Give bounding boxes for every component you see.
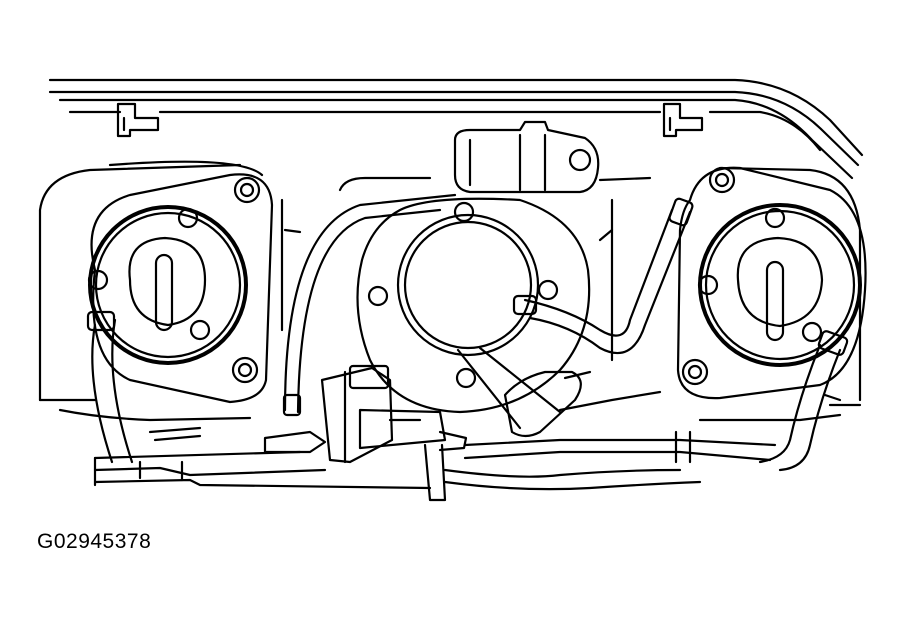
center-right-hose: [512, 197, 694, 355]
upper-rail-lines: [48, 78, 864, 180]
misc-detail-lines: [148, 228, 842, 442]
vsv-valve: [263, 364, 468, 502]
left-mount: [87, 173, 274, 404]
right-hose: [758, 330, 849, 472]
right-mount: [676, 166, 867, 400]
rail-bracket-left: [116, 102, 160, 138]
upper-left-hose: [282, 193, 457, 417]
lower-pipes: [58, 390, 842, 491]
cover-outline: [38, 160, 862, 407]
center-flange: [356, 197, 592, 438]
rail-bracket-right: [662, 102, 704, 138]
sensor-connector: [453, 120, 600, 194]
figure-reference-code: G02945378: [37, 530, 152, 553]
left-hose: [86, 310, 134, 464]
